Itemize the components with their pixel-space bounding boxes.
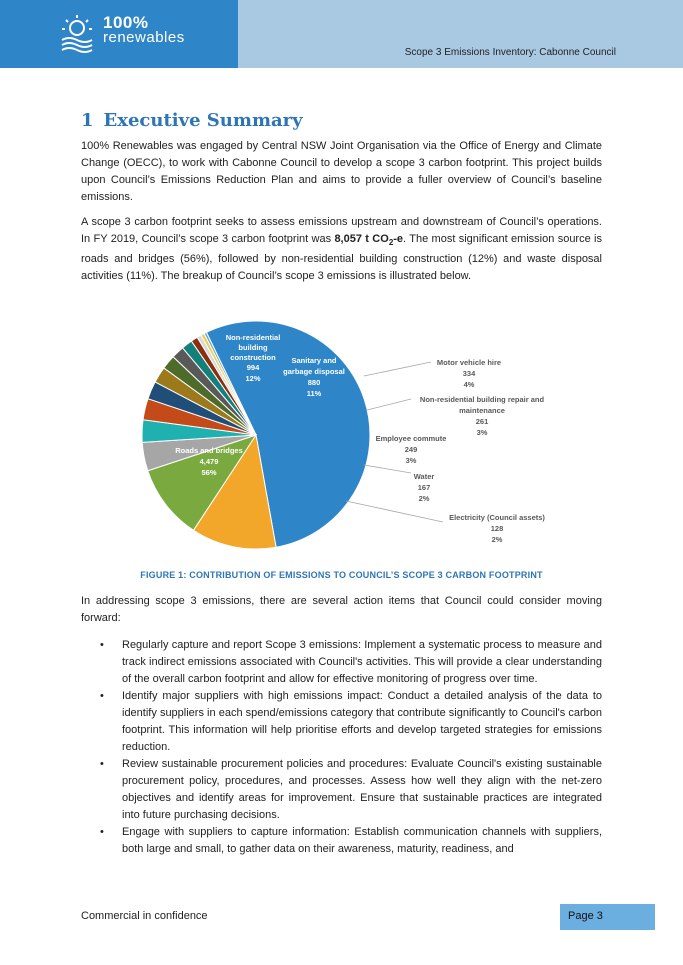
list-item-text: Engage with suppliers to capture informa… <box>122 826 602 855</box>
label-nonres-value: 994 <box>247 363 260 372</box>
list-item: • Identify major suppliers with high emis… <box>81 688 602 756</box>
list-item-text: Review sustainable procurement policies … <box>122 758 602 821</box>
label-motor-1: Motor vehicle hire <box>437 358 501 367</box>
section-number: 1 <box>81 110 94 131</box>
pie-slice-1 <box>205 320 371 548</box>
figure-caption: FIGURE 1: CONTRIBUTION OF EMISSIONS TO C… <box>140 570 543 580</box>
paragraph-intro: 100% Renewables was engaged by Central N… <box>81 140 602 203</box>
label-repair-pct: 3% <box>477 428 488 437</box>
label-elec-pct: 2% <box>492 535 503 544</box>
logo-text-bottom: renewables <box>103 29 185 46</box>
pie-slice-3 <box>147 434 258 532</box>
list-item: • Review sustainable procurement policies… <box>81 756 602 824</box>
label-roads-1: Roads and bridges <box>175 446 243 455</box>
logo-text-top: 100% <box>103 13 149 32</box>
label-repair-2: maintenance <box>459 406 505 415</box>
paragraph-footprint: A scope 3 carbon footprint seeks to asse… <box>81 214 602 285</box>
label-sanitary-value: 880 <box>308 378 321 387</box>
bullet-glyph: • <box>100 690 104 702</box>
section-title: Executive Summary <box>103 110 303 131</box>
leader-water <box>363 464 412 474</box>
list-item-text: Regularly capture and report Scope 3 emi… <box>122 639 602 685</box>
logo: 100% renewables <box>0 0 238 68</box>
label-roads-pct: 56% <box>201 468 216 477</box>
label-water-1: Water <box>414 472 435 481</box>
pie-slice-15 <box>203 331 257 436</box>
label-water-value: 167 <box>418 483 431 492</box>
document-title: Scope 3 Emissions Inventory: Cabonne Cou… <box>404 47 616 58</box>
leader-elec <box>345 500 444 523</box>
scope3-pie-chart: Non-residential building construction 99… <box>141 320 545 550</box>
label-nonres-pct: 12% <box>245 374 260 383</box>
label-elec-value: 128 <box>491 524 504 533</box>
label-commute-value: 249 <box>405 445 418 454</box>
label-nonres-2: building <box>238 343 268 352</box>
page-number: Page 3 <box>568 910 603 922</box>
paragraph-actions: In addressing scope 3 emissions, there a… <box>81 595 602 624</box>
page-number-box: Page 3 <box>560 904 655 930</box>
label-nonres-3: construction <box>230 353 276 362</box>
footprint-total: 8,057 t CO2-e <box>334 233 404 248</box>
label-sanitary-1: Sanitary and <box>291 356 336 365</box>
label-motor-pct: 4% <box>464 380 475 389</box>
footprint-text-before: A scope 3 carbon footprint seeks to asse… <box>81 216 602 245</box>
label-sanitary-pct: 11% <box>307 389 322 398</box>
label-commute-pct: 3% <box>406 456 417 465</box>
label-commute-1: Employee commute <box>376 434 447 443</box>
action-list: • Regularly capture and report Scope 3 em… <box>81 637 602 858</box>
list-item: • Engage with suppliers to capture inform… <box>81 824 602 858</box>
label-roads-value: 4,479 <box>200 457 219 466</box>
label-motor-value: 334 <box>463 369 476 378</box>
renewables-logo-icon <box>61 15 93 53</box>
label-repair-value: 261 <box>476 417 489 426</box>
bullet-glyph: • <box>100 758 104 770</box>
bullet-glyph: • <box>100 639 104 651</box>
label-water-pct: 2% <box>419 494 430 503</box>
label-repair-1: Non-residential building repair and <box>420 395 545 404</box>
label-elec-1: Electricity (Council assets) <box>449 513 545 522</box>
list-item: • Regularly capture and report Scope 3 em… <box>81 637 602 688</box>
footer-confidential: Commercial in confidence <box>81 910 208 922</box>
list-item-text: Identify major suppliers with high emiss… <box>122 690 602 753</box>
pie-slice-2 <box>192 433 277 550</box>
label-nonres-1: Non-residential <box>226 333 281 342</box>
label-sanitary-2: garbage disposal <box>283 367 345 376</box>
bullet-glyph: • <box>100 826 104 838</box>
footprint-text-after: . The most significant emission source i… <box>81 233 602 283</box>
leader-repair <box>366 398 412 411</box>
section-heading: 1 Executive Summary <box>81 110 303 131</box>
leader-motor <box>363 361 432 377</box>
